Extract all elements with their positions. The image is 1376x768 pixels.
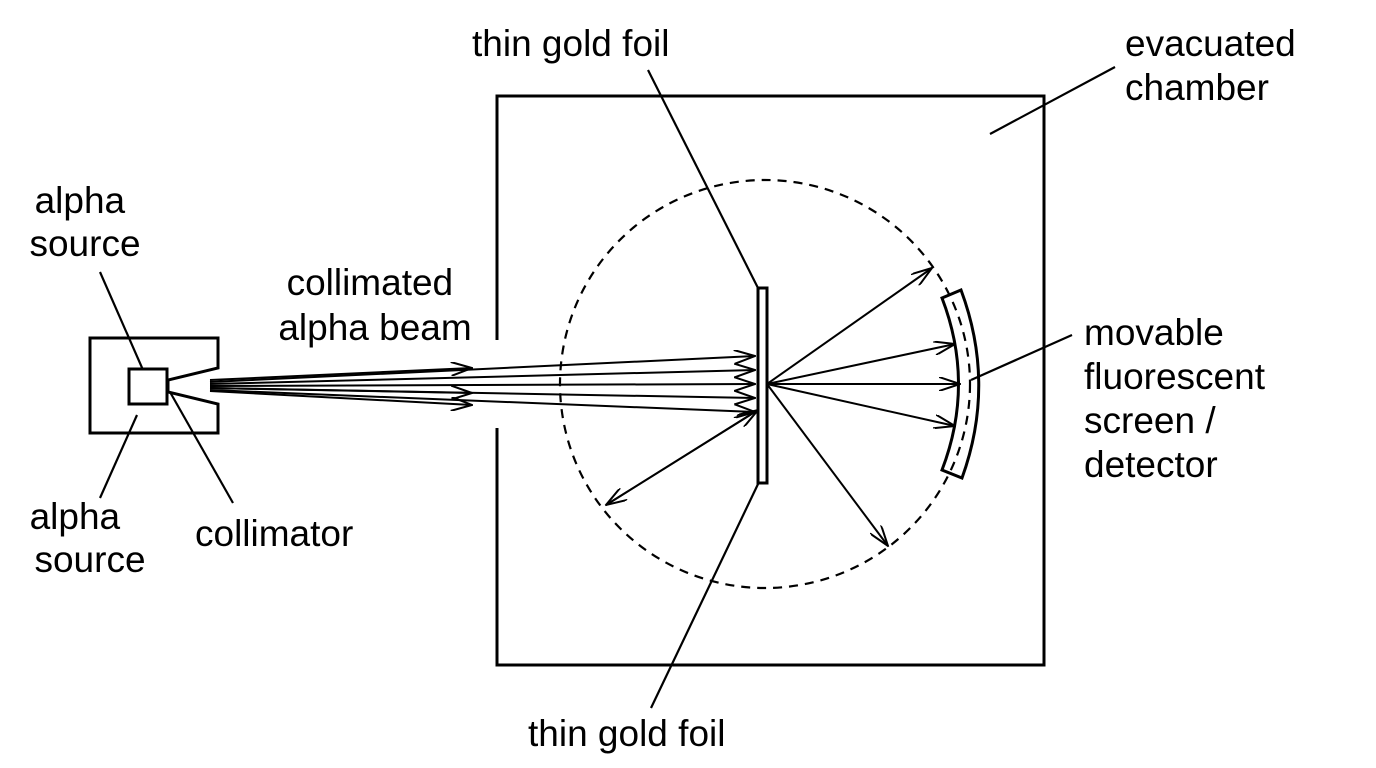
leader-lines: [98, 66, 1116, 709]
alpha-source-block: [127, 367, 169, 406]
fluorescent-screen: [940, 288, 981, 480]
gold-foil-label-top: thin gold foil: [472, 23, 669, 64]
collimated-beam-label: collimated alpha beam: [278, 262, 471, 348]
collimator-label: collimator: [195, 513, 353, 554]
evacuated-chamber: [495, 94, 1046, 667]
screen-detector-label: movable fluorescent screen / detector: [1084, 312, 1275, 485]
source-housing: [88, 336, 220, 435]
alpha-source-label-bottom: alpha source: [30, 496, 146, 580]
scattered-alpha-paths: [606, 268, 960, 546]
alpha-source-label-top: alpha source: [29, 180, 140, 264]
gold-foil-label-bottom: thin gold foil: [528, 713, 725, 754]
evacuated-chamber-label: evacuated chamber: [1125, 23, 1306, 108]
gold-foil: [756, 286, 769, 485]
collimated-alpha-beam: [209, 356, 755, 412]
